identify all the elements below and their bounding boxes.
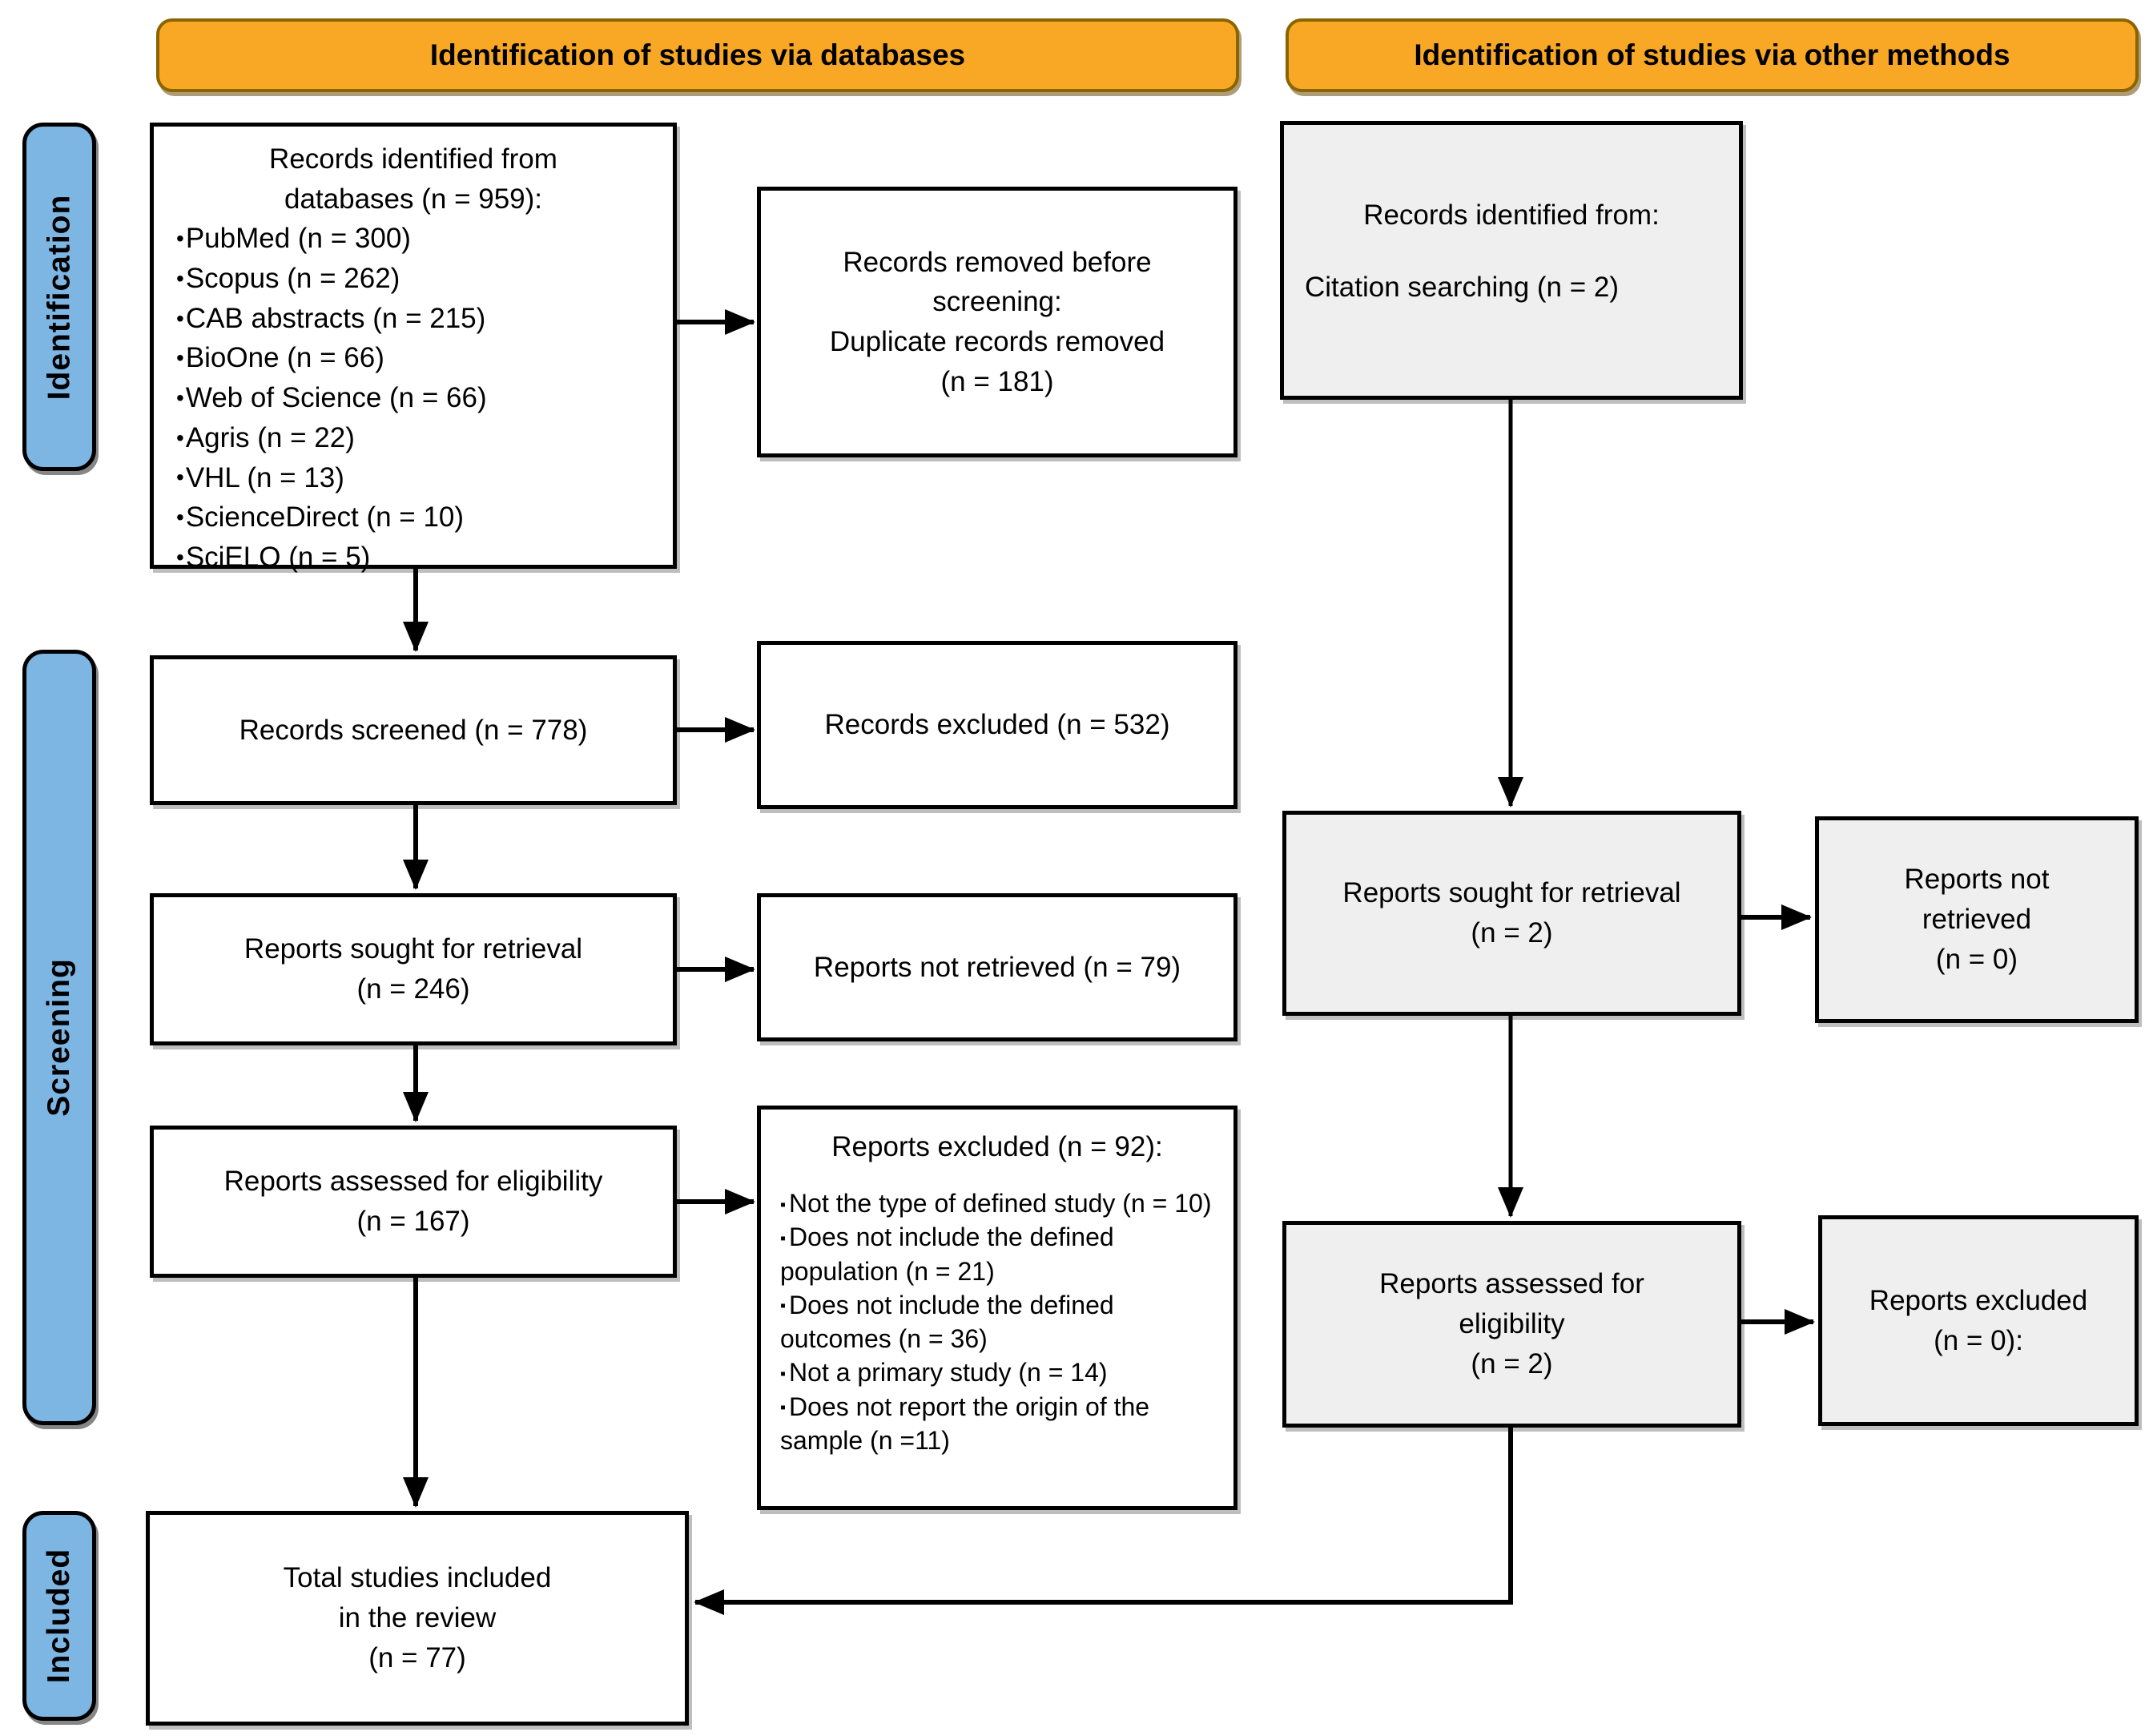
box-label: Records excluded (n = 532) [824, 709, 1170, 741]
header-identification-via-databases: Identification of studies via databases [156, 18, 1239, 92]
box-reports-excluded-other: Reports excluded (n = 0): [1818, 1215, 2139, 1426]
database-source-list: PubMed (n = 300)Scopus (n = 262)CAB abst… [163, 219, 663, 577]
list-item: Agris (n = 22) [176, 418, 663, 458]
box-label: Records screened (n = 778) [239, 714, 588, 746]
box-label: Reports not retrieved (n = 0) [1904, 864, 2050, 975]
box-reports-excluded-title: Reports excluded (n = 92): [831, 1131, 1163, 1162]
box-records-removed-before-screening: Records removed before screening: Duplic… [757, 187, 1237, 457]
box-label: Reports sought for retrieval (n = 246) [243, 933, 583, 1005]
header-label: Identification of studies via databases [429, 38, 966, 71]
list-item: Does not include the defined outcomes (n… [780, 1288, 1214, 1355]
box-records-identified-title: Records identified from databases (n = 9… [269, 143, 557, 215]
list-item: Does not report the origin of the sample… [780, 1390, 1214, 1457]
stagebar-screening: Screening [22, 650, 96, 1425]
box-label: Records removed before screening: Duplic… [829, 246, 1165, 397]
box-label: Reports assessed for eligibility (n = 2) [1379, 1268, 1644, 1380]
box-records-identified-other-methods: Records identified from: Citation search… [1280, 121, 1743, 400]
box-reports-not-retrieved-other: Reports not retrieved (n = 0) [1815, 816, 2139, 1023]
box-reports-sought-other: Reports sought for retrieval (n = 2) [1282, 811, 1741, 1016]
list-item: BioOne (n = 66) [176, 338, 663, 378]
list-item: Web of Science (n = 66) [176, 378, 663, 418]
list-item: PubMed (n = 300) [176, 219, 663, 259]
header-label: Identification of studies via other meth… [1414, 38, 2010, 71]
list-item: SciELO (n = 5) [176, 538, 663, 578]
header-identification-via-other-methods: Identification of studies via other meth… [1286, 18, 2139, 92]
box-label: Reports excluded (n = 0): [1869, 1284, 2088, 1356]
list-item: ScienceDirect (n = 10) [176, 497, 663, 538]
arrow-other-assessed-to-included [694, 1428, 1513, 1615]
stagebar-included: Included [22, 1511, 96, 1721]
box-reports-sought-databases: Reports sought for retrieval (n = 246) [150, 893, 677, 1045]
exclusion-reason-list: Not the type of defined study (n = 10)Do… [780, 1186, 1214, 1457]
box-records-screened: Records screened (n = 778) [150, 655, 677, 805]
list-item: Not a primary study (n = 14) [780, 1355, 1214, 1389]
citation-searching-line: Citation searching (n = 2) [1305, 271, 1620, 303]
box-reports-excluded-reasons: Reports excluded (n = 92): Not the type … [757, 1106, 1237, 1510]
box-label: Total studies included in the review (n … [283, 1562, 552, 1674]
list-item: Does not include the defined population … [780, 1220, 1214, 1287]
box-label: Reports assessed for eligibility (n = 16… [223, 1166, 603, 1237]
box-total-studies-included: Total studies included in the review (n … [146, 1511, 689, 1726]
box-label: Reports sought for retrieval (n = 2) [1342, 877, 1681, 949]
stagebar-identification: Identification [22, 123, 96, 471]
box-reports-assessed-other: Reports assessed for eligibility (n = 2) [1282, 1221, 1741, 1428]
list-item: VHL (n = 13) [176, 458, 663, 498]
box-records-excluded: Records excluded (n = 532) [757, 641, 1237, 809]
list-item: Scopus (n = 262) [176, 259, 663, 299]
list-item: CAB abstracts (n = 215) [176, 299, 663, 339]
list-item: Not the type of defined study (n = 10) [780, 1186, 1214, 1220]
box-reports-not-retrieved-databases: Reports not retrieved (n = 79) [757, 893, 1237, 1041]
box-label: Reports not retrieved (n = 79) [813, 951, 1181, 983]
box-reports-assessed-databases: Reports assessed for eligibility (n = 16… [150, 1126, 677, 1278]
box-records-identified-other-title: Records identified from: [1363, 199, 1660, 231]
box-records-identified-databases: Records identified from databases (n = 9… [150, 123, 677, 573]
